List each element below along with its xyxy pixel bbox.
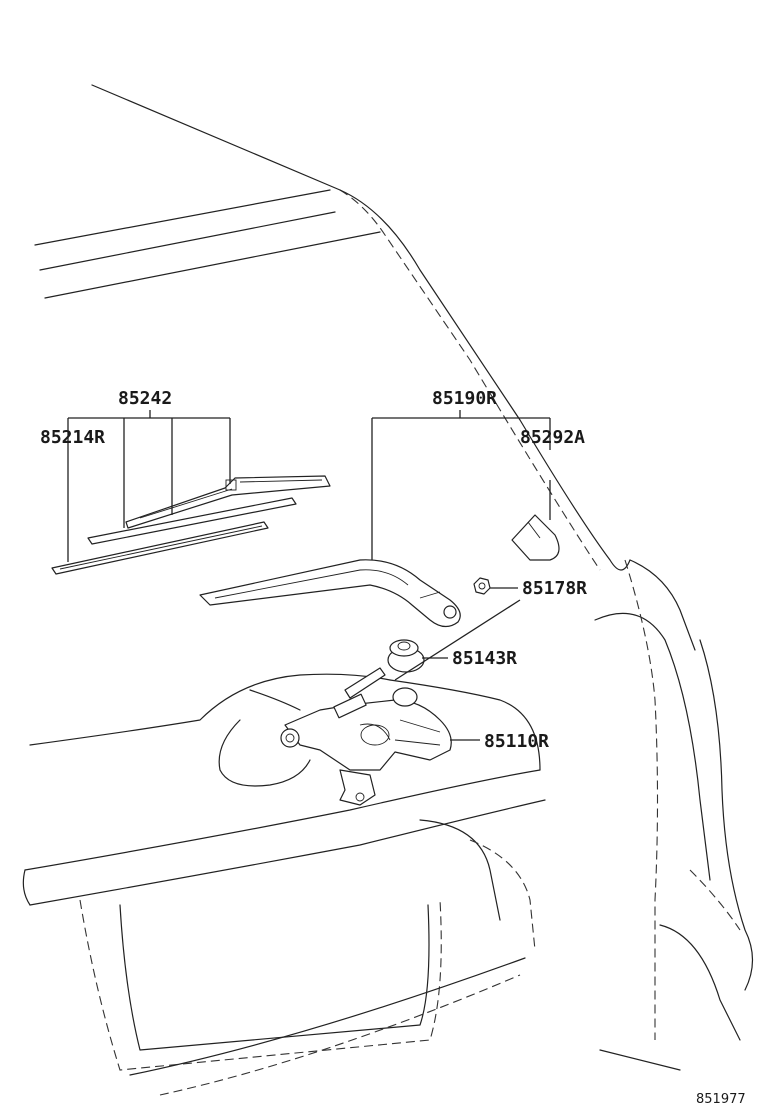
- diagram-reference-code: 851977: [696, 1092, 746, 1107]
- callout-arm-nut: 85178R: [522, 578, 587, 599]
- wiper-motor: [280, 667, 452, 806]
- arm-nut: [473, 577, 491, 595]
- wiper-blade-rubber: [87, 497, 297, 545]
- callout-blade-assembly: 85242: [118, 388, 172, 409]
- callout-arm-assembly: 85190R: [432, 388, 497, 409]
- wiper-arm: [199, 559, 461, 628]
- callout-motor-grommet: 85143R: [452, 648, 517, 669]
- callout-blade-insert: 85214R: [40, 427, 105, 448]
- leader-lines: [67, 410, 551, 741]
- callout-arm-cap: 85292A: [520, 427, 585, 448]
- motor-grommet: [387, 639, 425, 673]
- arm-cap: [511, 514, 560, 561]
- wiper-blade-insert: [51, 521, 269, 575]
- callout-wiper-motor: 85110R: [484, 731, 549, 752]
- wiper-blade-assembly: [125, 475, 331, 529]
- vehicle-body-outline: [22, 84, 754, 1096]
